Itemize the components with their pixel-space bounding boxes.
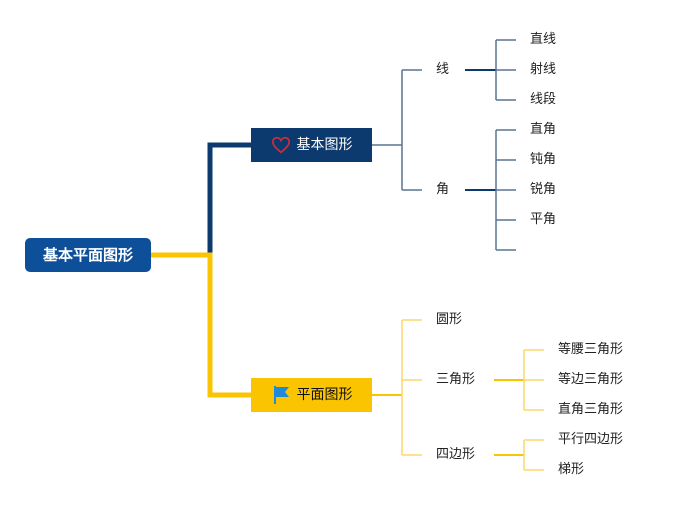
flag-icon bbox=[271, 385, 291, 405]
topic-quadrilateral[interactable]: 四边形 bbox=[436, 447, 476, 462]
root-node[interactable]: 基本平面图形 bbox=[25, 238, 151, 272]
leaf-acute-angle[interactable]: 锐角 bbox=[530, 182, 557, 197]
root-label: 基本平面图形 bbox=[42, 246, 133, 264]
leaf-equilateral-triangle[interactable]: 等边三角形 bbox=[558, 372, 624, 387]
leaf-trapezoid[interactable]: 梯形 bbox=[558, 462, 585, 477]
connector-basic-children bbox=[401, 69, 422, 191]
leaf-straight-line[interactable]: 直线 bbox=[530, 32, 557, 47]
connector-triangle-children bbox=[523, 349, 544, 411]
leaf-parallelogram[interactable]: 平行四边形 bbox=[558, 432, 624, 447]
branch-label: 基本图形 bbox=[296, 137, 353, 153]
branch-node-plane-shapes[interactable]: 平面图形 bbox=[251, 378, 372, 412]
connector-angle-children bbox=[495, 129, 516, 251]
topic-line[interactable]: 线 bbox=[436, 62, 450, 77]
topic-circle[interactable]: 圆形 bbox=[436, 312, 463, 327]
connector-plane-children bbox=[401, 319, 422, 456]
leaf-obtuse-angle[interactable]: 钝角 bbox=[530, 152, 557, 167]
connector-root-basic bbox=[151, 142, 251, 258]
connector-quad-children bbox=[523, 439, 544, 471]
leaf-straight-angle[interactable]: 平角 bbox=[530, 212, 557, 227]
leaf-isosceles-triangle[interactable]: 等腰三角形 bbox=[558, 342, 624, 357]
branch-node-basic-shapes[interactable]: 基本图形 bbox=[251, 128, 372, 162]
connector-root-plane bbox=[151, 252, 251, 398]
branch-label: 平面图形 bbox=[296, 387, 353, 403]
leaf-segment[interactable]: 线段 bbox=[530, 92, 557, 107]
topic-angle[interactable]: 角 bbox=[436, 182, 450, 197]
leaf-right-triangle[interactable]: 直角三角形 bbox=[558, 402, 624, 417]
leaf-right-angle[interactable]: 直角 bbox=[530, 122, 557, 137]
heart-icon bbox=[271, 136, 291, 154]
topic-triangle[interactable]: 三角形 bbox=[436, 372, 476, 387]
connector-line-children bbox=[495, 39, 516, 101]
leaf-ray[interactable]: 射线 bbox=[530, 62, 557, 77]
